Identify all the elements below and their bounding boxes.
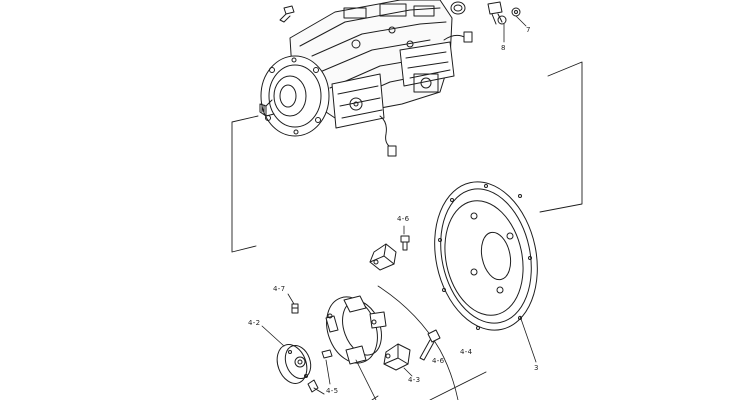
set-screw bbox=[287, 293, 299, 314]
callout-4-7: 4-7 bbox=[273, 285, 286, 293]
callout-4-6-upper: 4-6 bbox=[397, 215, 410, 223]
callout-3: 3 bbox=[534, 364, 539, 372]
callout-4-5: 4-5 bbox=[326, 387, 339, 395]
hydraulic-pump-assembly bbox=[259, 0, 521, 157]
bolt-lower bbox=[419, 329, 441, 361]
callout-4-2: 4-2 bbox=[248, 319, 261, 327]
callout-7: 7 bbox=[526, 26, 531, 34]
coupling-hub bbox=[261, 325, 312, 384]
assembly-bracket-bottom bbox=[371, 371, 487, 400]
flywheel-housing-plate bbox=[434, 181, 538, 363]
callout-4-6-lower: 4-6 bbox=[432, 357, 445, 365]
clamp-block-lower bbox=[383, 343, 413, 377]
leader-lines-top bbox=[503, 15, 527, 43]
callout-8: 8 bbox=[501, 44, 506, 52]
callout-4-3: 4-3 bbox=[408, 376, 421, 384]
coupling-element bbox=[325, 285, 459, 400]
pin-and-bolts bbox=[307, 349, 333, 395]
bolt-upper bbox=[400, 225, 410, 251]
assembly-bracket-lines bbox=[231, 61, 583, 253]
callout-4-4: 4-4 bbox=[460, 348, 473, 356]
clamp-block-upper bbox=[369, 243, 397, 271]
